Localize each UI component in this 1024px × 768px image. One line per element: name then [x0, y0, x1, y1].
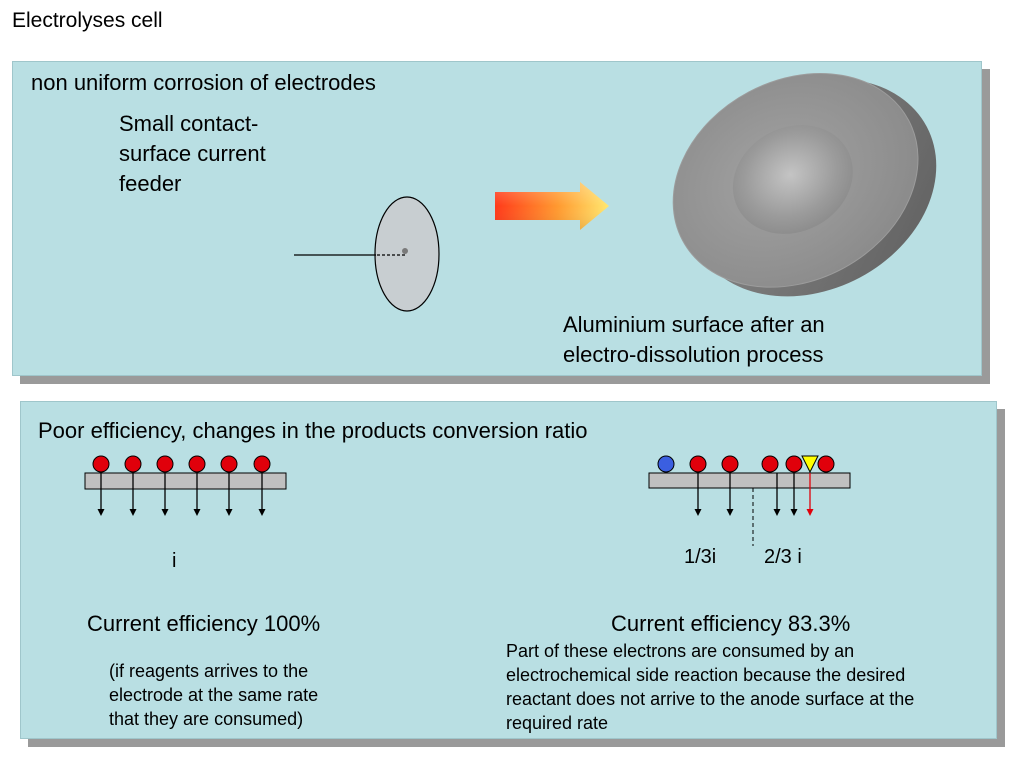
feeder-label-line: surface current: [119, 141, 266, 166]
efficiency-right: Current efficiency 83.3%: [611, 611, 851, 636]
reactant-ball: [761, 455, 779, 473]
reactant-ball: [785, 455, 803, 473]
reactant-ball: [124, 455, 142, 473]
reactant-ball: [220, 455, 238, 473]
reactant-ball: [817, 455, 835, 473]
panel-bottom: [20, 401, 997, 739]
note-line: reactant does not arrive to the anode su…: [506, 689, 915, 709]
electron-arrow: [694, 473, 702, 516]
caption-line: electro-dissolution process: [563, 342, 824, 367]
electron-arrow: [773, 473, 781, 516]
side-current-arrow: [806, 473, 814, 516]
reactant-ball: [689, 455, 707, 473]
feeder-label: Small contact- surface current feeder: [119, 109, 266, 199]
aluminium-disc-icon: [672, 73, 937, 297]
note-line: (if reagents arrives to the: [109, 661, 309, 681]
note-line: required rate: [506, 713, 609, 733]
side-reactant-ball: [657, 455, 675, 473]
current-label-two-thirds: 2/3 i: [764, 546, 802, 568]
feeder-label-line: feeder: [119, 171, 182, 196]
reactant-ball: [156, 455, 174, 473]
note-line: that they are consumed): [109, 709, 304, 729]
electron-arrow: [193, 473, 201, 516]
page-title: Electrolyses cell: [12, 9, 163, 32]
feeder-label-line: Small contact-: [119, 111, 259, 136]
efficiency-right-note: Part of these electrons are consumed by …: [506, 639, 914, 735]
electron-arrow: [161, 473, 169, 516]
electron-arrow: [225, 473, 233, 516]
note-line: electrochemical side reaction because th…: [506, 665, 906, 685]
efficiency-left-note: (if reagents arrives to the electrode at…: [109, 659, 318, 731]
electron-arrow: [258, 473, 266, 516]
product-triangle: [801, 455, 819, 474]
panel-bottom-heading: Poor efficiency, changes in the products…: [38, 418, 588, 443]
electron-arrow: [726, 473, 734, 516]
note-line: Part of these electrons are consumed by …: [506, 641, 855, 661]
aluminium-caption: Aluminium surface after an electro-disso…: [563, 310, 825, 370]
panel-top-heading: non uniform corrosion of electrodes: [31, 70, 376, 95]
reactant-ball: [92, 455, 110, 473]
reactant-ball: [188, 455, 206, 473]
reactant-ball: [253, 455, 271, 473]
electrode-diagram-right: [648, 455, 851, 546]
note-line: electrode at the same rate: [109, 685, 319, 705]
reactant-ball: [721, 455, 739, 473]
electrode-disc-icon: [294, 196, 440, 312]
electron-arrow: [790, 473, 798, 516]
electrode-diagram-left: [84, 455, 287, 516]
current-label-i: i: [172, 550, 177, 572]
current-label-third: 1/3i: [684, 546, 717, 568]
caption-line: Aluminium surface after an: [563, 312, 825, 337]
electron-arrow: [129, 473, 137, 516]
efficiency-left: Current efficiency 100%: [87, 611, 321, 636]
electron-arrow: [97, 473, 105, 516]
arrow-gradient-icon: [495, 182, 609, 230]
